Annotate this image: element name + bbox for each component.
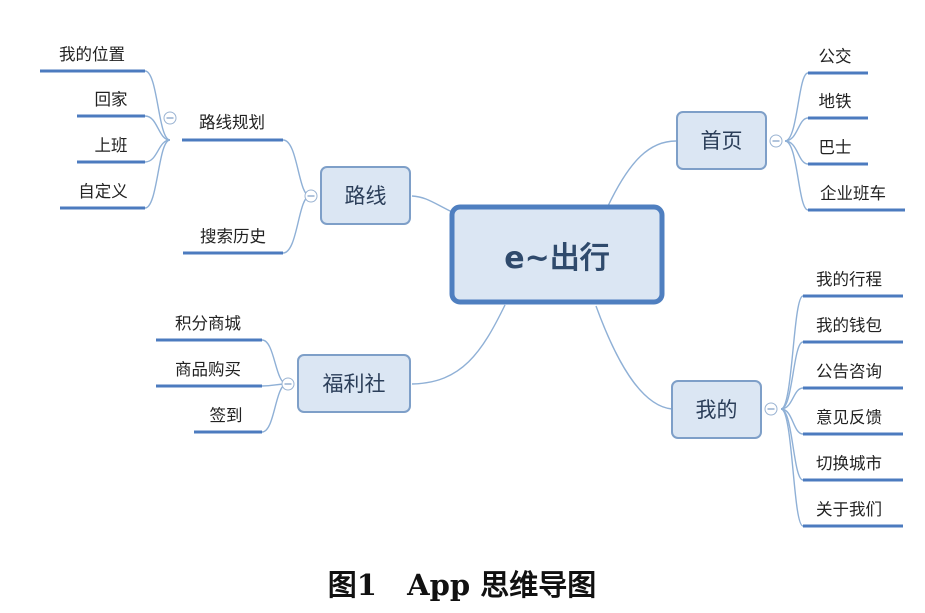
root-connectors xyxy=(411,140,677,410)
leaf-wode-1[interactable]: 我的钱包 xyxy=(803,316,903,344)
connector-root-fulishe xyxy=(411,304,506,385)
leaf-fulishe-1[interactable]: 商品购买 xyxy=(156,360,262,388)
leaf-wode-3-label: 意见反馈 xyxy=(816,408,882,427)
leaf-shouye-1[interactable]: 地铁 xyxy=(808,92,868,120)
subtopic-luxian-guihua[interactable]: 路线规划 xyxy=(182,113,283,142)
leaf-guihua-0-label: 我的位置 xyxy=(59,45,125,64)
connector-wode-6 xyxy=(780,408,804,527)
branch-node-luxian-label: 路线 xyxy=(345,184,387,208)
branch-node-luxian[interactable]: 路线 xyxy=(320,166,411,225)
branch-node-wode-box xyxy=(671,380,762,439)
luxian-collapse-icon[interactable] xyxy=(304,189,318,203)
connector-luxian-split2 xyxy=(282,195,311,254)
leaf-wode-3[interactable]: 意见反馈 xyxy=(803,408,903,436)
leaf-wode-4-label: 切换城市 xyxy=(816,454,882,473)
leaf-shouye-0-label: 公交 xyxy=(819,47,852,66)
leaf-wode-0[interactable]: 我的行程 xyxy=(803,270,903,298)
leaf-guihua-3-label: 自定义 xyxy=(78,182,128,201)
leaf-fulishe-2[interactable]: 签到 xyxy=(194,406,262,434)
leaf-guihua-1-label: 回家 xyxy=(95,90,128,109)
connector-root-wode xyxy=(595,305,673,410)
leaf-wode-0-label: 我的行程 xyxy=(816,270,882,289)
root-node[interactable]: e~出行 xyxy=(449,204,665,305)
leaf-wode-2-label: 公告咨询 xyxy=(816,362,882,381)
connector-root-luxian xyxy=(411,195,453,213)
branch-node-shouye-label: 首页 xyxy=(701,129,743,153)
leaf-guihua-1[interactable]: 回家 xyxy=(77,90,145,118)
connector-shouye-3 xyxy=(784,140,809,165)
leaf-shouye-2-label: 巴士 xyxy=(819,138,852,157)
connector-shouye-2 xyxy=(784,117,809,142)
branch-node-fulishe-label: 福利社 xyxy=(323,372,386,396)
root-node-label: e~出行 xyxy=(504,241,609,276)
branch-node-luxian-box xyxy=(320,166,411,225)
leaf-shouye-3-label: 企业班车 xyxy=(820,184,886,203)
subtopic-luxian-guihua-label: 路线规划 xyxy=(199,113,265,132)
leaf-fulishe-0[interactable]: 积分商城 xyxy=(156,314,262,342)
connector-fulishe-1 xyxy=(261,339,288,385)
leaf-shouye-3[interactable]: 企业班车 xyxy=(808,184,905,212)
branch-node-wode[interactable]: 我的 xyxy=(671,380,762,439)
leaf-shouye-0[interactable]: 公交 xyxy=(808,47,868,75)
connector-shouye-4 xyxy=(784,140,809,211)
connector-wode-1 xyxy=(780,295,804,410)
leaf-guihua-2[interactable]: 上班 xyxy=(77,136,145,164)
leaf-fulishe-2-label: 签到 xyxy=(210,406,243,425)
connector-shouye-1 xyxy=(784,72,809,142)
root-node-box xyxy=(449,204,665,305)
subtopic-sousuo-lishi-label: 搜索历史 xyxy=(200,227,266,246)
leaf-shouye-1-label: 地铁 xyxy=(819,92,852,111)
luxian-guihua-collapse-icon[interactable] xyxy=(163,111,177,125)
connector-guihua-children-4 xyxy=(144,139,171,209)
wode-connectors xyxy=(780,295,804,527)
connector-fulishe-3 xyxy=(261,383,288,433)
connector-guihua-children-1 xyxy=(144,70,171,141)
leaf-fulishe-1-label: 商品购买 xyxy=(175,360,241,379)
leaf-guihua-3[interactable]: 自定义 xyxy=(60,182,145,210)
connector-wode-3 xyxy=(780,387,804,410)
leaf-wode-2[interactable]: 公告咨询 xyxy=(803,362,903,390)
leaf-wode-4[interactable]: 切换城市 xyxy=(803,454,903,482)
leaf-wode-5-label: 关于我们 xyxy=(816,500,882,519)
leaf-wode-5[interactable]: 关于我们 xyxy=(803,500,903,528)
luxian-connectors xyxy=(144,70,311,254)
wode-collapse-icon[interactable] xyxy=(764,402,778,416)
figure-caption: 图1 App 思维导图 xyxy=(328,568,597,602)
leaf-guihua-2-label: 上班 xyxy=(95,136,128,155)
connector-guihua-children-2 xyxy=(144,115,171,141)
branch-node-fulishe-box xyxy=(297,354,411,413)
connector-root-shouye xyxy=(607,140,677,207)
leaf-fulishe-0-label: 积分商城 xyxy=(175,314,241,333)
leaf-shouye-2[interactable]: 巴士 xyxy=(808,138,868,166)
leaf-wode-1-label: 我的钱包 xyxy=(816,316,882,335)
branch-node-fulishe[interactable]: 福利社 xyxy=(297,354,411,413)
fulishe-collapse-icon[interactable] xyxy=(281,377,295,391)
connector-luxian-split xyxy=(282,139,311,197)
leaf-guihua-0[interactable]: 我的位置 xyxy=(40,45,145,73)
shouye-collapse-icon[interactable] xyxy=(769,134,783,148)
subtopic-sousuo-lishi[interactable]: 搜索历史 xyxy=(183,227,283,255)
branch-node-wode-label: 我的 xyxy=(696,398,738,422)
branch-node-shouye-box xyxy=(676,111,767,170)
branch-node-shouye[interactable]: 首页 xyxy=(676,111,767,170)
shouye-connectors xyxy=(784,72,809,211)
connector-wode-2 xyxy=(780,341,804,410)
